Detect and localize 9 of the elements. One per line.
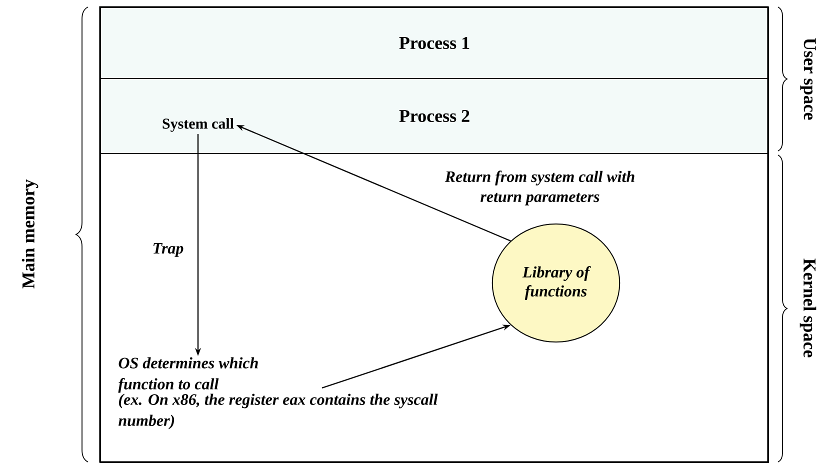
edge-label: Return from system call with return parameters — [444, 170, 634, 206]
side-label: Kernel space — [800, 258, 816, 358]
process-band: Process 1 — [100, 7, 769, 79]
edge-label: Trap — [153, 243, 184, 257]
node-text: OS determines which function to call (ex. On x86, the register eax contains the syscall number) — [118, 357, 438, 430]
side-label: Main memory — [22, 179, 38, 288]
library-blob: Library of functions — [492, 224, 620, 342]
node-text: System call — [162, 118, 234, 132]
side-label: User space — [800, 38, 816, 120]
